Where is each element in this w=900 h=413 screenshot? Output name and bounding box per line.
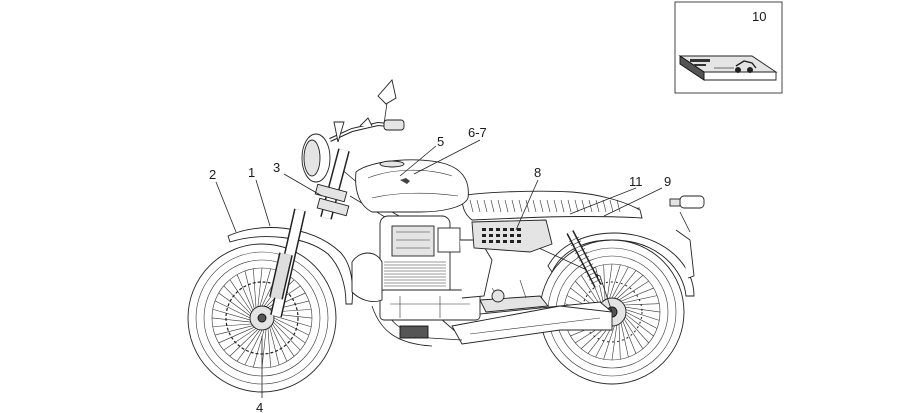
- fuel-tank: [355, 159, 469, 213]
- engine: [351, 215, 505, 339]
- callout-4: 4: [256, 400, 263, 413]
- leader-line-2: [215, 181, 237, 233]
- callout-labels: 1 2 3 4 5 6-7 8 9 10 11: [209, 9, 766, 413]
- front-wheel: [187, 243, 337, 393]
- callout-8: 8: [534, 165, 541, 180]
- leader-line-1: [255, 179, 271, 227]
- rear-shock-absorber: [566, 230, 602, 288]
- leader-line-9: [603, 187, 663, 217]
- callout-11: 11: [629, 174, 643, 189]
- rear-indicator: [669, 195, 705, 233]
- leader-line-5: [399, 145, 437, 177]
- callout-6-7: 6-7: [468, 125, 487, 140]
- manual-kit-illustration: [678, 55, 778, 81]
- callout-10: 10: [752, 9, 766, 24]
- headlight: [301, 133, 331, 183]
- side-panel: [471, 219, 553, 253]
- leader-line-8: [515, 179, 539, 231]
- callout-2: 2: [209, 167, 216, 182]
- callout-1: 1: [248, 165, 255, 180]
- callout-9: 9: [664, 174, 671, 189]
- exhaust-silencer: [371, 299, 613, 347]
- leader-line-11: [569, 187, 637, 215]
- callout-5: 5: [437, 134, 444, 149]
- rear-fender: [547, 229, 695, 297]
- mirror: [377, 79, 397, 125]
- leader-lines: [215, 139, 663, 398]
- callout-3: 3: [273, 160, 280, 175]
- leader-line-3: [283, 173, 323, 197]
- inset-box: [674, 1, 783, 94]
- front-fork: [269, 148, 350, 318]
- leader-line-6: [413, 139, 481, 175]
- handlebar: [329, 117, 405, 143]
- seat: [461, 190, 643, 221]
